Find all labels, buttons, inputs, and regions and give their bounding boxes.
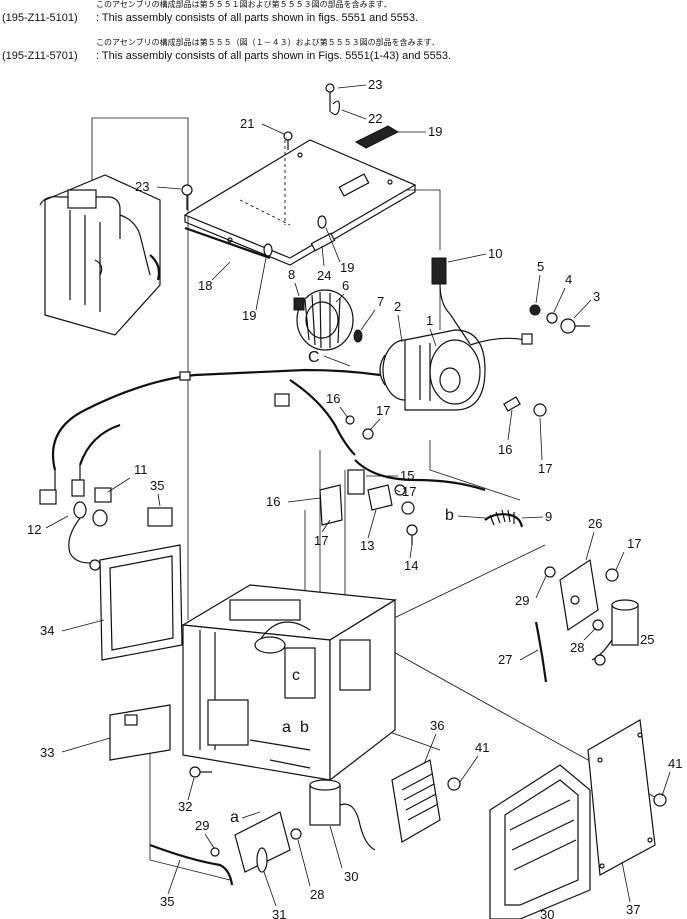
callout-29: 29 (515, 593, 529, 608)
callout-17b: 17 (538, 461, 552, 476)
note-2-japanese: このアセンブリの構成部品は第５５５（図（１－４３）および第５５５３図の部品を含み… (96, 38, 440, 47)
callout-22: 22 (368, 111, 382, 126)
callout-37: 36 (430, 718, 444, 733)
valve-assembly-right (534, 558, 639, 683)
callout-26: 26 (588, 516, 602, 531)
callout-2: 2 (394, 299, 401, 314)
note-2-text: : This assembly consists of all parts sh… (96, 50, 452, 62)
fasteners-top (181, 83, 400, 257)
callout-16b: 16 (498, 442, 512, 457)
callout-41: 41 (475, 740, 489, 755)
filter-frame (489, 764, 591, 919)
callout-6: 6 (342, 278, 349, 293)
callout-29b: 29 (195, 818, 209, 833)
callout-16: 16 (326, 391, 340, 406)
callout-23b: 23 (135, 179, 149, 194)
callout-34: 35 (160, 894, 174, 909)
wire-harness (51, 368, 486, 492)
blower-wheel (293, 289, 363, 351)
callout-14: 14 (404, 558, 418, 573)
callout-4: 4 (565, 272, 572, 287)
callout-18: 18 (198, 278, 212, 293)
callout-17e: 17 (627, 536, 641, 551)
brackets (319, 396, 547, 545)
callout-12: 12 (27, 522, 41, 537)
drain-strip (149, 843, 234, 886)
callout-15: 15 (400, 468, 414, 483)
callout-19: 19 (242, 308, 256, 323)
callout-20: 19 (428, 124, 442, 139)
side-filter (99, 544, 183, 761)
callout-11: 11 (134, 462, 148, 477)
water-valve (189, 766, 376, 873)
callout-17d: 17 (314, 533, 328, 548)
heater-core (39, 174, 161, 336)
connector-harness (431, 257, 590, 346)
control-box (391, 759, 461, 843)
callout-25: 25 (640, 632, 654, 647)
callout-35: 34 (40, 623, 54, 638)
callout-40: 37 (626, 902, 640, 917)
callout-8: 8 (288, 267, 295, 282)
callout-27: 27 (498, 652, 512, 667)
switch-parts (39, 479, 173, 571)
marker-a: a (282, 719, 291, 736)
note-1-japanese: このアセンブリの構成部品は第５５５１図および第５５５３図の部品を含みます． (96, 0, 392, 9)
access-plate (587, 719, 667, 876)
blower-motor (379, 329, 486, 411)
letter-markers: C b c a b a (230, 349, 487, 826)
callout-28b: 28 (310, 887, 324, 902)
callout-36: 35 (150, 478, 164, 493)
callout-24: 24 (317, 268, 331, 283)
callout-labels: 23 22 19 21 23 10 5 4 3 8 6 7 2 1 18 19 … (27, 77, 682, 919)
callout-31: 31 (272, 907, 286, 919)
callout-21: 21 (240, 116, 254, 131)
callout-16c: 16 (266, 494, 280, 509)
callout-5: 5 (537, 259, 544, 274)
callout-3: 3 (593, 289, 600, 304)
callout-28: 28 (570, 640, 584, 655)
note-1-text: : This assembly consists of all parts sh… (96, 12, 419, 24)
callout-30b: 30 (540, 907, 554, 919)
callout-13: 13 (360, 538, 374, 553)
marker-b: b (445, 507, 454, 524)
callout-17c: 17 (402, 484, 416, 499)
callout-17: 17 (376, 403, 390, 418)
callout-1: 1 (426, 313, 433, 328)
callout-10: 10 (488, 246, 502, 261)
note-2-code: (195-Z11-5701) (2, 50, 78, 62)
callout-19b: 19 (340, 260, 354, 275)
callout-33: 33 (40, 745, 54, 760)
marker-b2: b (300, 719, 309, 736)
marker-C: C (308, 349, 320, 366)
callout-32: 32 (178, 799, 192, 814)
callout-23: 23 (368, 77, 382, 92)
marker-a2: a (230, 809, 239, 826)
callout-30: 30 (344, 869, 358, 884)
marker-c: c (292, 667, 300, 684)
flex-duct (484, 509, 524, 528)
cover-plate (183, 139, 417, 266)
callout-41b: 41 (668, 756, 682, 771)
heater-case (181, 584, 397, 782)
note-1-code: (195-Z11-5101) (2, 12, 78, 24)
callout-7: 7 (377, 294, 384, 309)
callout-9: 9 (545, 509, 552, 524)
